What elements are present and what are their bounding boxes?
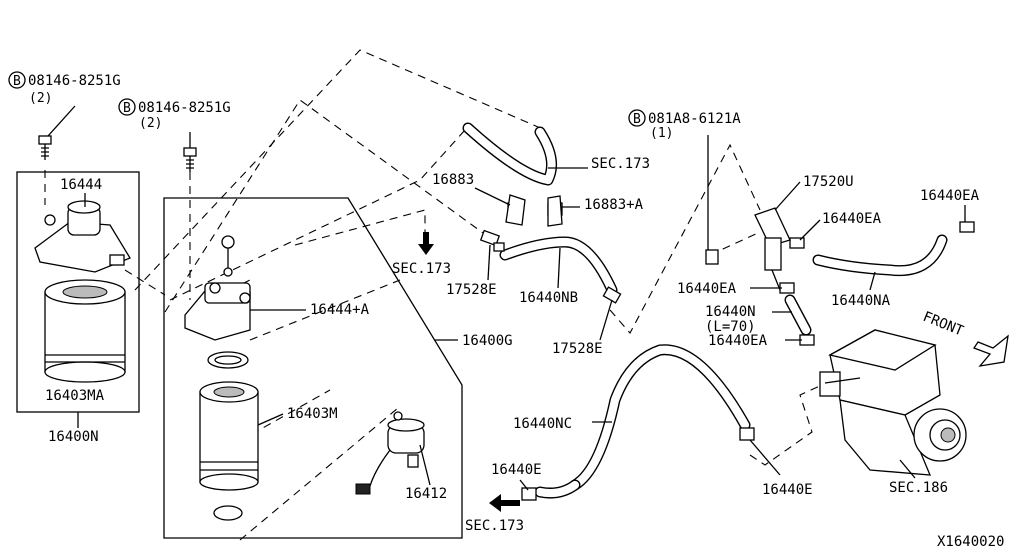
filter-head-16444 [34, 200, 131, 273]
hose-16440na [812, 234, 948, 277]
label-16440n-length: (L=70) [705, 319, 756, 335]
bolt-symbol-b-icon [8, 71, 26, 89]
frame-16400g [163, 197, 463, 539]
label-16403m: 16403M [287, 406, 338, 422]
label-front: FRONT [921, 309, 967, 340]
bolt-part-1: 08146-8251G [28, 73, 121, 89]
label-16440ea-c: 16440EA [708, 333, 768, 349]
bolt-symbol-2: B [123, 101, 131, 116]
bolt-part-2: 08146-8251G [138, 100, 231, 116]
hose-16440nc [534, 344, 751, 499]
bolt-symbol-3: B [633, 112, 641, 127]
connector-17520u [754, 207, 791, 291]
label-16440n: 16440N [705, 304, 756, 320]
injection-pump [819, 329, 967, 476]
bolt-right [705, 249, 719, 265]
label-16440ea-b: 16440EA [677, 281, 737, 297]
label-16440e-right: 16440E [762, 482, 813, 498]
filter-head-16444a [184, 282, 251, 341]
label-16440ea-right: 16440EA [920, 188, 980, 204]
sensor-16412 [355, 411, 425, 495]
bolt-qty-3: (1) [650, 126, 673, 141]
label-16440na: 16440NA [831, 293, 891, 309]
label-16400g: 16400G [462, 333, 513, 349]
label-16412: 16412 [405, 486, 447, 502]
label-sec173-top: SEC.173 [591, 156, 650, 172]
label-16444: 16444 [60, 177, 102, 193]
drain-ring [213, 505, 243, 521]
label-16403ma: 16403MA [45, 388, 105, 404]
bolt-center [183, 147, 197, 172]
label-17520u: 17520U [803, 174, 854, 190]
small-bolt-center [221, 235, 235, 277]
label-16440nc: 16440NC [513, 416, 572, 432]
arrow-down-icon [418, 232, 434, 255]
bolt-callout-2: B 08146-8251G (2) [118, 98, 231, 148]
label-16440e-left: 16440E [491, 462, 542, 478]
bolt-symbol-b-icon [118, 98, 136, 116]
label-16883: 16883 [432, 172, 474, 188]
clip-16883a [547, 195, 563, 227]
bolt-part-3: 081A8-6121A [648, 111, 741, 127]
label-16440ea-a: 16440EA [822, 211, 882, 227]
bolt-callout-1: B 08146-8251G (2) [8, 71, 121, 137]
label-17528e-left: 17528E [446, 282, 497, 298]
bolt-symbol-b-icon [628, 109, 646, 127]
bolt-symbol-1: B [13, 74, 21, 89]
bolt-qty-1: (2) [29, 91, 52, 106]
label-16444a: 16444+A [310, 302, 370, 318]
filter-cartridge-16403m [199, 381, 259, 491]
hose-16440nb [499, 236, 618, 296]
label-16883a: 16883+A [584, 197, 644, 213]
label-sec173-filter: SEC.173 [392, 261, 451, 277]
bolt-callout-3: B 081A8-6121A (1) [628, 109, 741, 250]
label-16440nb: 16440NB [519, 290, 578, 306]
hose-16440n [784, 294, 812, 336]
label-17528e-mid: 17528E [552, 341, 603, 357]
front-arrow-icon [973, 334, 1009, 367]
arrow-left-icon [489, 494, 520, 512]
bolt-left [38, 135, 52, 160]
o-ring [207, 351, 249, 369]
diagram-id: X1640020 [937, 534, 1004, 550]
filter-cartridge-16403ma [44, 279, 126, 383]
label-16400n: 16400N [48, 429, 99, 445]
label-sec173-bottom: SEC.173 [465, 518, 524, 534]
bolt-qty-2: (2) [139, 116, 162, 131]
hose-sec173-top [462, 122, 558, 186]
clip-16883 [505, 194, 526, 226]
label-sec186: SEC.186 [889, 480, 948, 496]
